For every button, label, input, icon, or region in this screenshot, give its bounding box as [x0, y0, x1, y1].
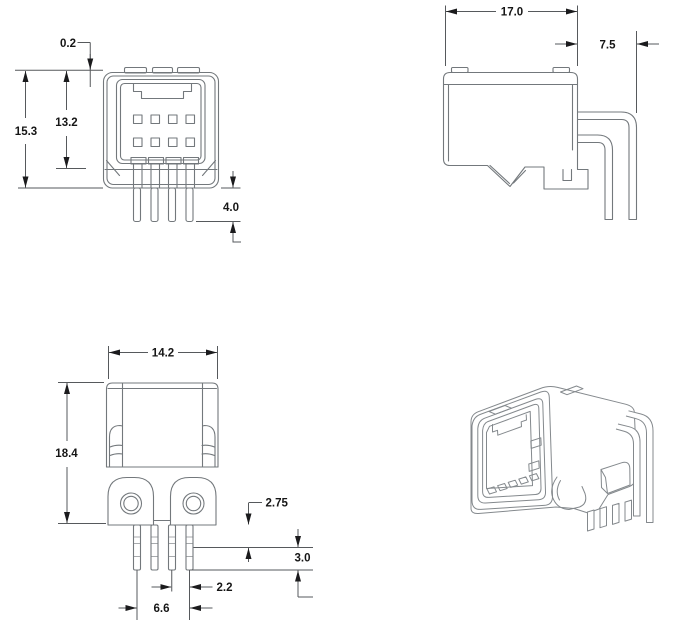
rear-view-pins [132, 524, 194, 571]
dim-front-body-height: 13.2 [55, 117, 77, 129]
dim-rear-pin-pitch: 2.2 [217, 582, 233, 594]
front-view-body [102, 66, 220, 189]
dim-rear-crimp-length: 3.0 [295, 553, 311, 565]
rear-view-dimensions: 14.2 18.4 2.75 3.0 2.2 6.6 [55, 346, 313, 620]
dim-side-overall-width: 17.0 [501, 7, 523, 19]
rear-view-mounting-bosses [107, 476, 217, 526]
side-view-pins [576, 111, 638, 221]
dim-rear-boss-clearance: 2.75 [266, 498, 289, 510]
front-view-dimensions: 0.2 15.3 13.2 4.0 [15, 38, 241, 243]
side-view-body [442, 66, 589, 190]
dim-rear-overall-height: 18.4 [55, 448, 78, 460]
iso-body [470, 385, 638, 515]
front-view-contact-holes [130, 114, 200, 165]
dim-side-pin-offset: 7.5 [600, 40, 617, 52]
rear-view-body [105, 382, 219, 468]
dim-front-overall-height: 15.3 [15, 126, 37, 138]
dim-rear-pin-row-span: 6.6 [154, 603, 170, 615]
side-view: 17.0 7.5 [442, 5, 659, 221]
isometric-view [470, 385, 654, 532]
dim-rear-overall-width: 14.2 [152, 348, 174, 360]
rear-view: 14.2 18.4 2.75 3.0 2.2 6.6 [55, 346, 313, 620]
front-view: 0.2 15.3 13.2 4.0 [15, 38, 241, 243]
iso-pins [587, 410, 654, 532]
dim-front-flange-offset: 0.2 [60, 38, 76, 50]
side-view-dimensions: 17.0 7.5 [445, 5, 659, 113]
dim-front-pin-length: 4.0 [223, 202, 239, 214]
front-view-pins [132, 187, 194, 223]
